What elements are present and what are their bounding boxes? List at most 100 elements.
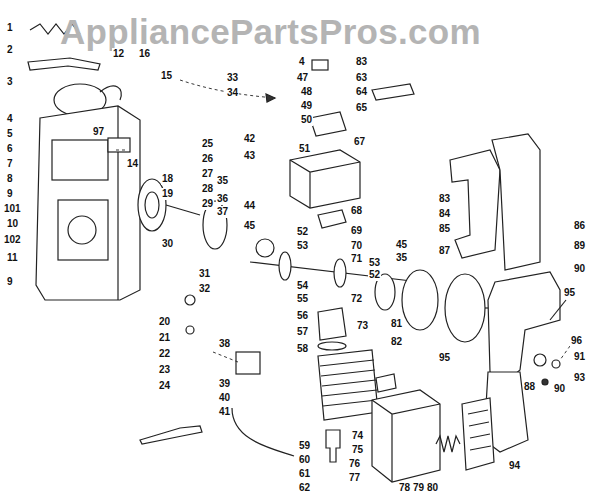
callout-number: 90 <box>573 263 586 275</box>
callout-number: 60 <box>298 454 311 466</box>
callout-number: 78 <box>398 482 411 494</box>
box-edge <box>372 400 440 482</box>
callout-number: 101 <box>3 203 22 215</box>
carb-edge <box>290 160 360 208</box>
callout-number: 59 <box>298 440 311 452</box>
callout-number: 61 <box>298 468 311 480</box>
bracket <box>28 58 100 70</box>
bearing-seat <box>68 216 96 244</box>
leader-line <box>116 150 126 151</box>
callout-number: 28 <box>201 183 214 195</box>
callout-number: 5 <box>6 128 14 140</box>
callout-number: 55 <box>296 293 309 305</box>
callout-number: 9 <box>6 276 14 288</box>
cylinder <box>318 350 378 420</box>
callout-number: 70 <box>350 240 363 252</box>
callout-number: 67 <box>353 136 366 148</box>
callout-number: 51 <box>298 143 311 155</box>
callout-number: 74 <box>351 430 364 442</box>
hose-end <box>266 94 275 102</box>
callout-number: 9 <box>6 188 14 200</box>
nut <box>186 326 194 334</box>
callout-number: 85 <box>438 223 451 235</box>
callout-number: 41 <box>218 406 231 418</box>
callout-number: 65 <box>355 102 368 114</box>
crank-disk <box>334 259 346 287</box>
callout-number: 64 <box>355 86 368 98</box>
callout-number: 31 <box>198 268 211 280</box>
callout-number: 20 <box>158 316 171 328</box>
callout-number: 93 <box>573 372 586 384</box>
ignition-wire <box>232 408 294 456</box>
callout-number: 52 <box>296 226 309 238</box>
leader-line <box>213 352 238 362</box>
callout-number: 19 <box>161 188 174 200</box>
con-rod-end <box>256 239 274 257</box>
callout-number: 83 <box>355 56 368 68</box>
callout-number: 62 <box>298 482 311 494</box>
gasket <box>318 210 346 228</box>
washer <box>185 295 195 305</box>
spark-plug <box>326 430 340 462</box>
handle <box>450 150 500 258</box>
screw-cap <box>312 60 328 70</box>
callout-number: 37 <box>216 206 229 218</box>
crank-disk <box>279 252 291 280</box>
callout-number: 72 <box>350 293 363 305</box>
callout-number: 53 <box>368 257 381 269</box>
callout-number: 34 <box>226 87 239 99</box>
nut <box>542 379 548 385</box>
callout-number: 38 <box>218 338 231 350</box>
callout-number: 87 <box>438 245 451 257</box>
callout-number: 22 <box>158 348 171 360</box>
callout-number: 29 <box>201 198 214 210</box>
callout-number: 49 <box>300 100 313 112</box>
callout-number: 2 <box>6 44 14 56</box>
callout-number: 82 <box>390 336 403 348</box>
clutch-drum <box>445 274 485 342</box>
cover-65 <box>372 84 414 100</box>
piston-ring <box>318 342 346 350</box>
callout-number: 86 <box>573 220 586 232</box>
housing-panel <box>58 200 108 260</box>
callout-number: 39 <box>218 378 231 390</box>
callout-number: 26 <box>201 153 214 165</box>
callout-number: 96 <box>570 335 583 347</box>
carb-cover <box>310 112 346 136</box>
callout-number: 56 <box>296 310 309 322</box>
callout-number: 80 <box>426 482 439 494</box>
callout-number: 76 <box>348 458 361 470</box>
callout-number: 30 <box>161 238 174 250</box>
callout-number: 95 <box>438 352 451 364</box>
callout-number: 11 <box>6 252 19 264</box>
callout-number: 21 <box>158 332 171 344</box>
callout-number: 57 <box>296 326 309 338</box>
callout-number: 63 <box>355 72 368 84</box>
callout-number: 53 <box>296 240 309 252</box>
callout-number: 14 <box>126 158 139 170</box>
spring <box>436 436 460 452</box>
callout-number: 15 <box>160 70 173 82</box>
leader-line <box>560 346 570 360</box>
clutch <box>402 270 438 330</box>
pulley-hub <box>145 192 159 218</box>
callout-number: 35 <box>395 252 408 264</box>
exhaust-port <box>376 374 396 392</box>
ignition-module <box>236 352 260 374</box>
callout-number: 6 <box>6 143 14 155</box>
callout-number: 50 <box>300 114 313 126</box>
cap-97 <box>108 138 130 152</box>
crankcase-housing <box>36 106 140 300</box>
callout-number: 81 <box>390 318 403 330</box>
callout-number: 40 <box>218 392 231 404</box>
callout-number: 45 <box>395 239 408 251</box>
callout-number: 27 <box>201 168 214 180</box>
callout-number: 23 <box>158 364 171 376</box>
callout-number: 47 <box>296 72 309 84</box>
callout-number: 18 <box>161 173 174 185</box>
callout-number: 7 <box>6 158 14 170</box>
callout-number: 36 <box>216 193 229 205</box>
callout-number: 4 <box>6 113 14 125</box>
handle-housing <box>492 134 540 270</box>
callout-number: 71 <box>350 253 363 265</box>
